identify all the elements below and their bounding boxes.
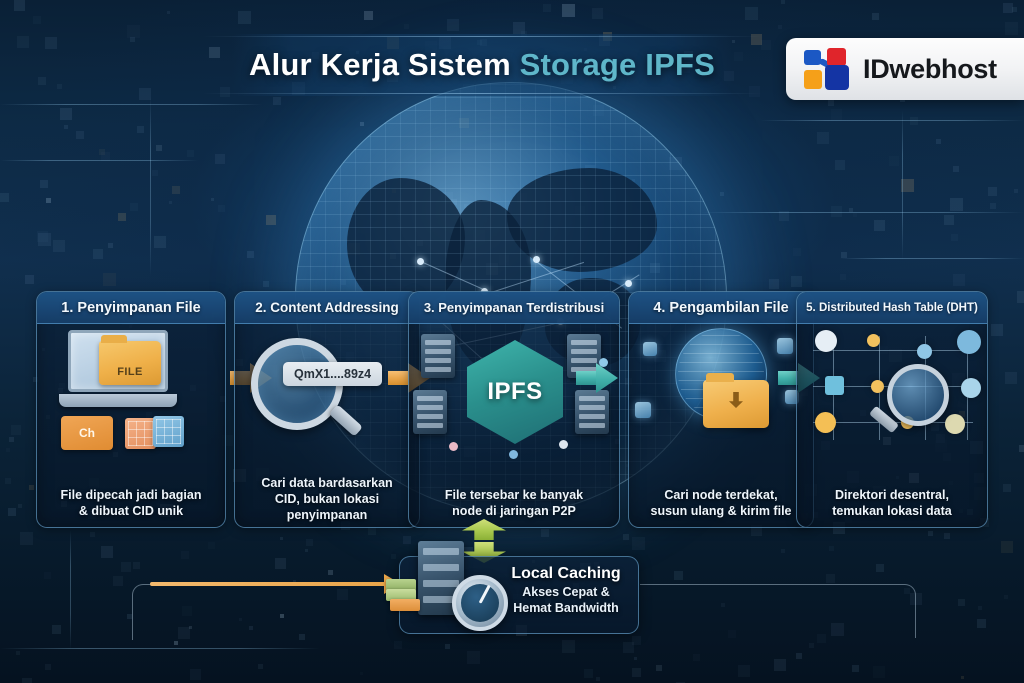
step-2-header: 2. Content Addressing xyxy=(235,292,419,324)
server-rack-icon xyxy=(418,541,464,615)
step-2-caption: Cari data bardasarkan CID, bukan lokasi … xyxy=(261,476,393,522)
server-node-icon xyxy=(413,390,447,434)
step-2-illustration: QmX1....89z4 xyxy=(235,324,419,459)
cached-blocks-icon xyxy=(386,579,420,611)
dht-magnifier-icon xyxy=(868,364,949,434)
step-card-distributed-hash-table[interactable]: 5. Distributed Hash Table (DHT) xyxy=(796,291,988,528)
step-4-title: 4. Pengambilan File xyxy=(653,299,789,316)
chunk-label: Ch xyxy=(79,426,95,440)
local-caching-subtitle: Akses Cepat & Hemat Bandwidth xyxy=(513,585,619,615)
feedback-arrow-shaft xyxy=(150,582,388,586)
step-card-content-addressing[interactable]: 2. Content Addressing QmX1....89z4 Cari … xyxy=(234,291,420,528)
step-1-header: 1. Penyimpanan File xyxy=(37,292,225,324)
step-3-caption: File tersebar ke banyak node di jaringan… xyxy=(444,488,584,518)
page-title-primary: Alur Kerja Sistem xyxy=(249,47,520,82)
brand-name: IDwebhost xyxy=(863,53,997,84)
step-1-caption: File dipecah jadi bagian & dibuat CID un… xyxy=(60,488,202,518)
server-node-icon xyxy=(567,334,601,378)
step-5-illustration xyxy=(797,324,987,459)
step-4-caption: Cari node terdekat, susun ulang & kirim … xyxy=(650,488,792,518)
page-title: Alur Kerja Sistem Storage IPFS xyxy=(249,47,715,83)
step-1-title: 1. Penyimpanan File xyxy=(61,299,201,316)
brand-logo-plate[interactable]: IDwebhost xyxy=(786,38,1024,100)
folder-label: FILE xyxy=(117,366,143,378)
step-card-penyimpanan-terdistribusi[interactable]: 3. Penyimpanan Terdistribusi IPFS File t… xyxy=(408,291,620,528)
file-folder-icon: FILE xyxy=(99,335,161,385)
step-3-header: 3. Penyimpanan Terdistribusi xyxy=(409,292,619,324)
cid-hash-chip: QmX1....89z4 xyxy=(283,362,383,386)
ipfs-cube-label: IPFS xyxy=(487,378,543,405)
feedback-line-left xyxy=(132,584,380,640)
server-node-icon xyxy=(421,334,455,378)
step-5-caption: Direktori desentral, temukan lokasi data xyxy=(832,488,952,518)
step-5-header: 5. Distributed Hash Table (DHT) xyxy=(797,292,987,324)
chunk-box-icon: Ch xyxy=(61,416,113,450)
speed-gauge-icon xyxy=(452,575,508,631)
idwebhost-logo-icon xyxy=(804,48,850,90)
dht-network-graphic xyxy=(807,328,981,453)
data-cube-blue-icon xyxy=(153,416,184,447)
step-3-title: 3. Penyimpanan Terdistribusi xyxy=(423,300,605,315)
step-4-header: 4. Pengambilan File xyxy=(629,292,813,324)
page-title-accent: Storage IPFS xyxy=(519,47,715,82)
step-card-pengambilan-file[interactable]: 4. Pengambilan File Cari node terdekat, … xyxy=(628,291,814,528)
step-1-illustration: FILE Ch xyxy=(37,324,225,459)
download-folder-icon xyxy=(703,373,769,428)
step-5-title: 5. Distributed Hash Table (DHT) xyxy=(806,301,978,314)
step-4-illustration xyxy=(629,324,813,459)
title-banner: Alur Kerja Sistem Storage IPFS xyxy=(202,34,762,96)
local-caching-title: Local Caching xyxy=(511,565,621,582)
arrow-step3-to-step4 xyxy=(576,363,618,393)
feedback-line-right xyxy=(640,584,916,638)
data-cube-orange-icon xyxy=(125,418,156,449)
workflow-steps-row: 1. Penyimpanan File FILE Ch File dip xyxy=(36,291,988,528)
step-card-penyimpanan-file[interactable]: 1. Penyimpanan File FILE Ch File dip xyxy=(36,291,226,528)
local-caching-card[interactable]: Local Caching Akses Cepat & Hemat Bandwi… xyxy=(386,541,639,634)
server-node-icon xyxy=(575,390,609,434)
step-3-illustration: IPFS xyxy=(409,324,619,459)
step-2-title: 2. Content Addressing xyxy=(255,300,399,315)
laptop-icon: FILE xyxy=(59,330,177,408)
ipfs-cube-icon: IPFS xyxy=(467,340,563,444)
